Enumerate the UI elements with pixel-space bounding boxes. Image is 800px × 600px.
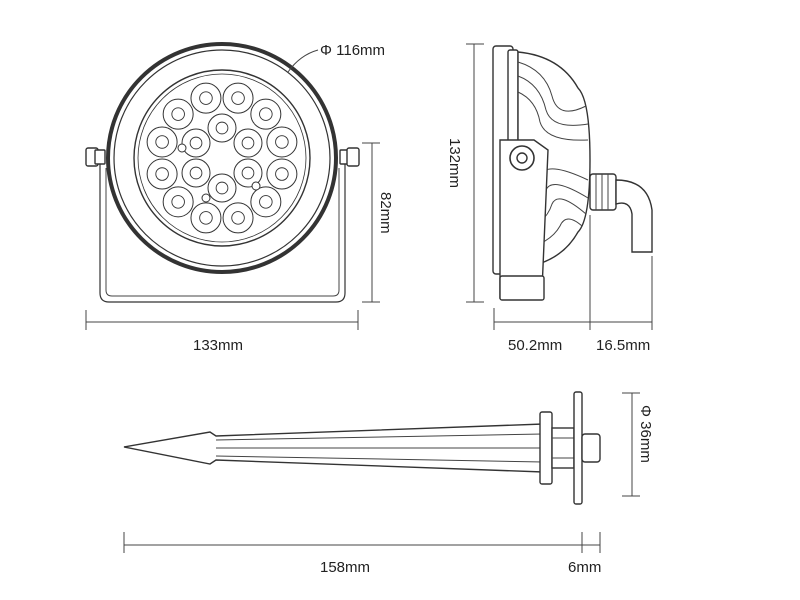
front-view: Φ 116mm 82mm 133mm (85, 42, 394, 354)
flange-diameter-label: Φ 36mm (637, 405, 654, 463)
spike-collar (539, 411, 553, 485)
led-outer-1-lens (231, 91, 245, 105)
led-outer-7-lens (199, 211, 213, 225)
left-knob-nut (94, 149, 106, 165)
led-inner-1-lens (215, 121, 229, 135)
side-bracket-foot (499, 275, 545, 301)
power-cable (615, 179, 653, 253)
diameter-leader (287, 49, 319, 73)
flange-thickness-label: 6mm (568, 559, 601, 576)
led-inner-5-lens (189, 166, 203, 180)
spike-rib-1 (215, 433, 544, 441)
led-outer-2-lens (259, 107, 273, 121)
led-inner-2-lens (241, 136, 255, 150)
fin-1 (517, 61, 587, 112)
led-outer-9-lens (155, 167, 169, 181)
spike-hub (551, 427, 575, 469)
led-inner-3-lens (241, 166, 255, 180)
lens-inner-ring (137, 73, 307, 243)
led-inner-6-lens (189, 136, 203, 150)
spike-threaded-stub (581, 433, 601, 463)
spike-flange (573, 391, 583, 505)
housing-outer-ring (106, 42, 338, 274)
led-outer-11-lens (171, 107, 185, 121)
spike-length-label: 158mm (320, 559, 370, 576)
led-outer-4-lens (275, 167, 289, 181)
bracket-height-label: 82mm (377, 192, 394, 234)
side-bracket-arm (499, 139, 549, 299)
mounting-bracket-inner (105, 168, 340, 297)
right-knob (346, 147, 360, 167)
cable-gland (589, 173, 617, 211)
sensor-dot-2 (251, 181, 261, 191)
led-outer-8-lens (171, 195, 185, 209)
sensor-dot-1 (201, 193, 211, 203)
led-array (146, 82, 298, 234)
front-diameter-label: Φ 116mm (320, 42, 385, 59)
side-cable-label: 16.5mm (596, 337, 650, 354)
ground-spike-view: Φ 36mm 158mm 6mm (123, 391, 654, 576)
side-depth-label: 50.2mm (508, 337, 562, 354)
sensor-dot-3 (177, 143, 187, 153)
fin-2 (517, 75, 589, 126)
pivot-knob-center (516, 152, 528, 164)
led-inner-4-lens (215, 181, 229, 195)
housing-middle-ring (113, 49, 331, 267)
fin-3 (517, 91, 589, 141)
side-view: 132mm 50.2mm 16.5mm (446, 43, 653, 354)
led-outer-3-lens (275, 135, 289, 149)
spike-rib-3 (215, 455, 544, 463)
side-height-label: 132mm (446, 138, 463, 188)
led-outer-10-lens (155, 135, 169, 149)
front-width-label: 133mm (193, 337, 243, 354)
led-outer-5-lens (259, 195, 273, 209)
mounting-bracket (99, 162, 346, 303)
led-outer-6-lens (231, 211, 245, 225)
led-outer-12-lens (199, 91, 213, 105)
lens-ring (133, 69, 311, 247)
